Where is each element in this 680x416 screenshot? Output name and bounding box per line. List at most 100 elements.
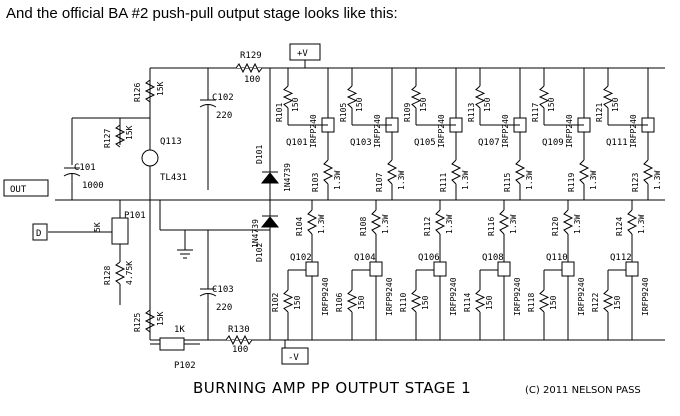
mosfet-symbol — [449, 117, 463, 133]
source-resistor-ref: R108 — [359, 217, 368, 236]
gate-resistor-value: 150 — [291, 97, 300, 112]
mosfet-symbol — [625, 261, 639, 277]
schematic-title: BURNING AMP PP OUTPUT STAGE 1 — [193, 379, 471, 397]
bias-network — [48, 58, 665, 351]
c103-val: 220 — [216, 303, 232, 313]
source-resistor-value: 1.3W — [381, 215, 390, 234]
gate-resistor-value: 150 — [547, 97, 556, 112]
transistor-ref: Q105 — [414, 138, 436, 148]
mosfet-symbol — [497, 261, 511, 277]
transistor-part: IRFP240 — [373, 114, 382, 148]
vminus-label: -V — [288, 353, 299, 363]
c102-val: 220 — [216, 111, 232, 121]
gate-resistor-value: 150 — [611, 97, 620, 112]
c101-ref: C101 — [74, 163, 96, 173]
source-resistor-value: 1.3W — [333, 171, 342, 190]
p101-val: 5K — [93, 222, 102, 232]
mosfet-symbol — [385, 117, 399, 133]
source-resistor — [450, 159, 462, 185]
source-resistor-ref: R120 — [551, 217, 560, 236]
gate-resistor-value: 150 — [355, 97, 364, 112]
c103-ref: C103 — [212, 285, 234, 295]
source-resistor-value: 1.3W — [525, 171, 534, 190]
transistor-ref: Q106 — [418, 253, 440, 263]
gate-resistor-ref: R106 — [335, 293, 344, 312]
gate-resistor-ref: R114 — [463, 293, 472, 312]
source-resistor — [322, 159, 334, 185]
gate-resistor-value: 150 — [613, 295, 622, 310]
transistor-part: IRFP9240 — [577, 277, 586, 316]
source-resistor — [306, 209, 318, 235]
source-resistor-ref: R112 — [423, 217, 432, 236]
gate-resistor — [410, 85, 422, 109]
source-resistor-value: 1.3W — [637, 215, 646, 234]
c101-val: 1000 — [82, 181, 104, 191]
gate-resistor — [346, 85, 358, 109]
source-resistor — [498, 209, 510, 235]
out-port: OUT — [3, 179, 49, 197]
gate-resistor-value: 150 — [357, 295, 366, 310]
transistor-ref: Q112 — [610, 253, 632, 263]
source-resistor-value: 1.3W — [461, 171, 470, 190]
gate-resistor-ref: R118 — [527, 293, 536, 312]
source-resistor — [626, 209, 638, 235]
r129-val: 100 — [244, 75, 260, 85]
transistor-part: IRFP9240 — [641, 277, 650, 316]
mosfet-symbol — [513, 117, 527, 133]
source-resistor — [514, 159, 526, 185]
gate-resistor-value: 150 — [549, 295, 558, 310]
transistor-part: IRFP9240 — [449, 277, 458, 316]
gate-resistor — [538, 85, 550, 109]
mosfet-symbol — [305, 261, 319, 277]
mosfet-symbol — [577, 117, 591, 133]
r127-ref: R127 — [103, 129, 112, 148]
mosfet-symbol — [433, 261, 447, 277]
source-resistor-value: 1.3W — [509, 215, 518, 234]
transistor-ref: Q108 — [482, 253, 504, 263]
mosfet-symbol — [561, 261, 575, 277]
source-resistor-value: 1.3W — [653, 171, 662, 190]
mosfet-symbol — [369, 261, 383, 277]
r125-ref: R125 — [133, 313, 142, 332]
gate-resistor — [282, 85, 294, 109]
input-port: D — [32, 223, 48, 241]
source-resistor — [434, 209, 446, 235]
source-resistor-ref: R124 — [615, 217, 624, 236]
gate-resistor-ref: R110 — [399, 293, 408, 312]
gate-resistor — [282, 289, 294, 313]
source-resistor-ref: R119 — [567, 173, 576, 192]
gate-resistor-value: 150 — [419, 97, 428, 112]
vplus-label: +V — [297, 49, 308, 59]
source-resistor — [578, 159, 590, 185]
gate-resistor-ref: R122 — [591, 293, 600, 312]
vplus-port: +V — [289, 43, 321, 61]
source-resistor — [386, 159, 398, 185]
r129-ref: R129 — [240, 51, 262, 61]
gate-resistor — [346, 289, 358, 313]
r130-val: 100 — [232, 345, 248, 355]
r128-val: 4.75K — [125, 261, 134, 285]
transistor-ref: Q103 — [350, 138, 372, 148]
gate-resistor-ref: R101 — [275, 103, 284, 122]
gate-resistor-ref: R117 — [531, 103, 540, 122]
mosfet-symbol — [641, 117, 655, 133]
transistor-ref: Q109 — [542, 138, 564, 148]
p101-ref: P101 — [124, 211, 146, 221]
source-resistor-ref: R123 — [631, 173, 640, 192]
source-resistor-value: 1.3W — [573, 215, 582, 234]
source-resistor-ref: R115 — [503, 173, 512, 192]
gate-resistor-value: 150 — [485, 295, 494, 310]
d101-part: 1N4739 — [283, 163, 292, 192]
source-resistor-value: 1.3W — [445, 215, 454, 234]
